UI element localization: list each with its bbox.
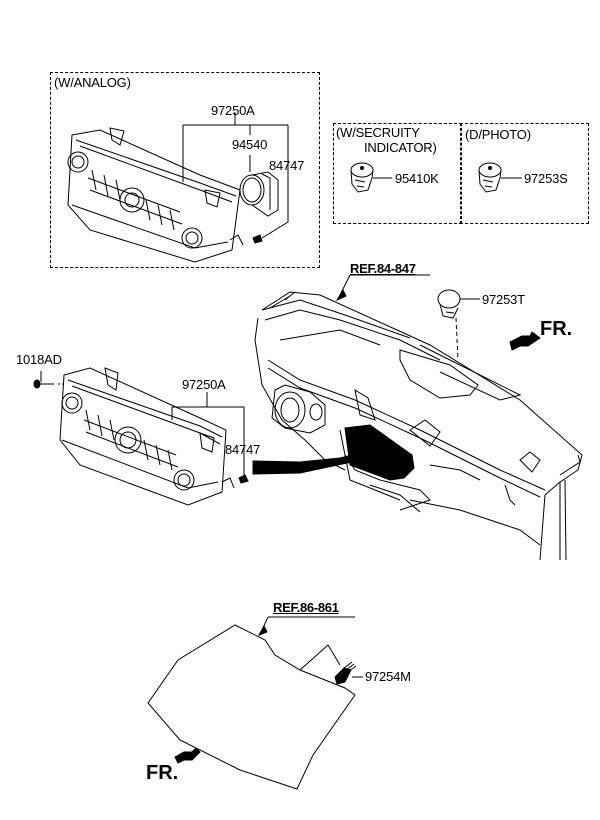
front-indicator-main: FR.: [540, 318, 573, 340]
part-label-97253S[interactable]: 97253S: [524, 171, 568, 186]
inset-security-title-line2: INDICATOR): [364, 140, 437, 155]
part-label-84747[interactable]: 84747: [225, 442, 261, 457]
windshield-glass: [147, 624, 356, 790]
screw-1018AD: [33, 371, 64, 389]
climate-control-panel: [59, 367, 235, 506]
part-label-95410K[interactable]: 95410K: [395, 171, 439, 186]
part-label-94540[interactable]: 94540: [232, 137, 268, 152]
sensor-97253T: [437, 289, 480, 361]
inset-security-title-line1: (W/SECRUITY: [336, 125, 420, 140]
clip-84747-inset: [252, 234, 263, 244]
climate-control-panel-analog: [67, 127, 244, 263]
security-indicator-part: [350, 162, 392, 193]
ref-dashboard[interactable]: REF.84-847: [350, 261, 416, 276]
part-label-84747-inset[interactable]: 84747: [269, 158, 305, 173]
part-label-97254M[interactable]: 97254M: [365, 669, 411, 684]
inset-photo-box: [460, 123, 589, 224]
glove-box-highlight: [344, 424, 415, 481]
install-location-arrow: [252, 454, 353, 475]
part-label-1018AD[interactable]: 1018AD: [16, 352, 62, 367]
front-arrow-main: [509, 331, 541, 351]
part-label-97250A-inset[interactable]: 97250A: [211, 103, 255, 118]
front-arrow-windshield: [174, 747, 201, 764]
inset-analog-title: (W/ANALOG): [54, 75, 131, 90]
front-indicator-windshield: FR.: [146, 762, 179, 784]
inset-analog-box: [50, 72, 320, 268]
photo-sensor-part: [478, 162, 522, 193]
inset-photo-title: (D/PHOTO): [465, 127, 531, 142]
knob-94540: [239, 171, 279, 217]
ref-windshield[interactable]: REF.86-861: [273, 600, 339, 615]
rain-sensor-97254M: [334, 661, 363, 685]
part-label-97250A[interactable]: 97250A: [182, 377, 226, 392]
inset-security-box: [333, 123, 462, 224]
part-label-97253T[interactable]: 97253T: [482, 292, 525, 307]
